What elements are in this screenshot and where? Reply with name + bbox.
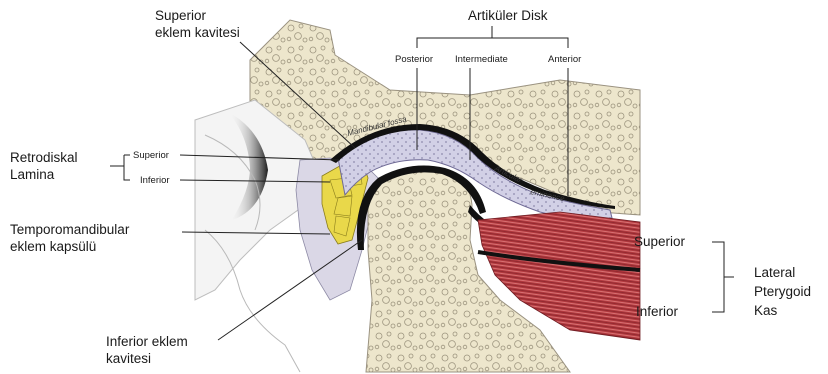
inferior-eklem-kavitesi-label-2: kavitesi [106, 351, 151, 366]
superior-eklem-kavitesi-label-1: Superior [155, 8, 207, 23]
retrodiskal-lamina-label-1: Retrodiskal [10, 150, 78, 165]
intermediate-label: Intermediate [455, 54, 508, 65]
lateral-pterygoid-label-1: Lateral [754, 265, 795, 280]
anterior-label: Anterior [548, 54, 581, 65]
superior-eklem-kavitesi-label-2: eklem kavitesi [155, 25, 240, 40]
retrodiskal-superior-label: Superior [133, 150, 169, 161]
posterior-label: Posterior [395, 54, 433, 65]
artikuler-disk-bracket [417, 26, 568, 48]
lateral-pterygoid-label-3: Kas [754, 303, 778, 318]
artikuler-disk-label: Artiküler Disk [468, 8, 548, 23]
temporomandibular-label-1: Temporomandibular [10, 222, 130, 237]
retrodiskal-lamina-label-2: Lamina [10, 167, 55, 182]
retrodiskal-bracket [110, 155, 130, 180]
retrodiskal-inferior-label: Inferior [140, 175, 170, 186]
muscle-inferior-label: Inferior [636, 304, 679, 319]
lateral-pterygoid-label-2: Pterygoid [754, 284, 811, 299]
inferior-eklem-kavitesi-label-1: Inferior eklem [106, 334, 188, 349]
muscle-superior-label: Superior [634, 234, 686, 249]
muscle-bracket [712, 242, 734, 312]
temporomandibular-label-2: eklem kapsülü [10, 239, 96, 254]
